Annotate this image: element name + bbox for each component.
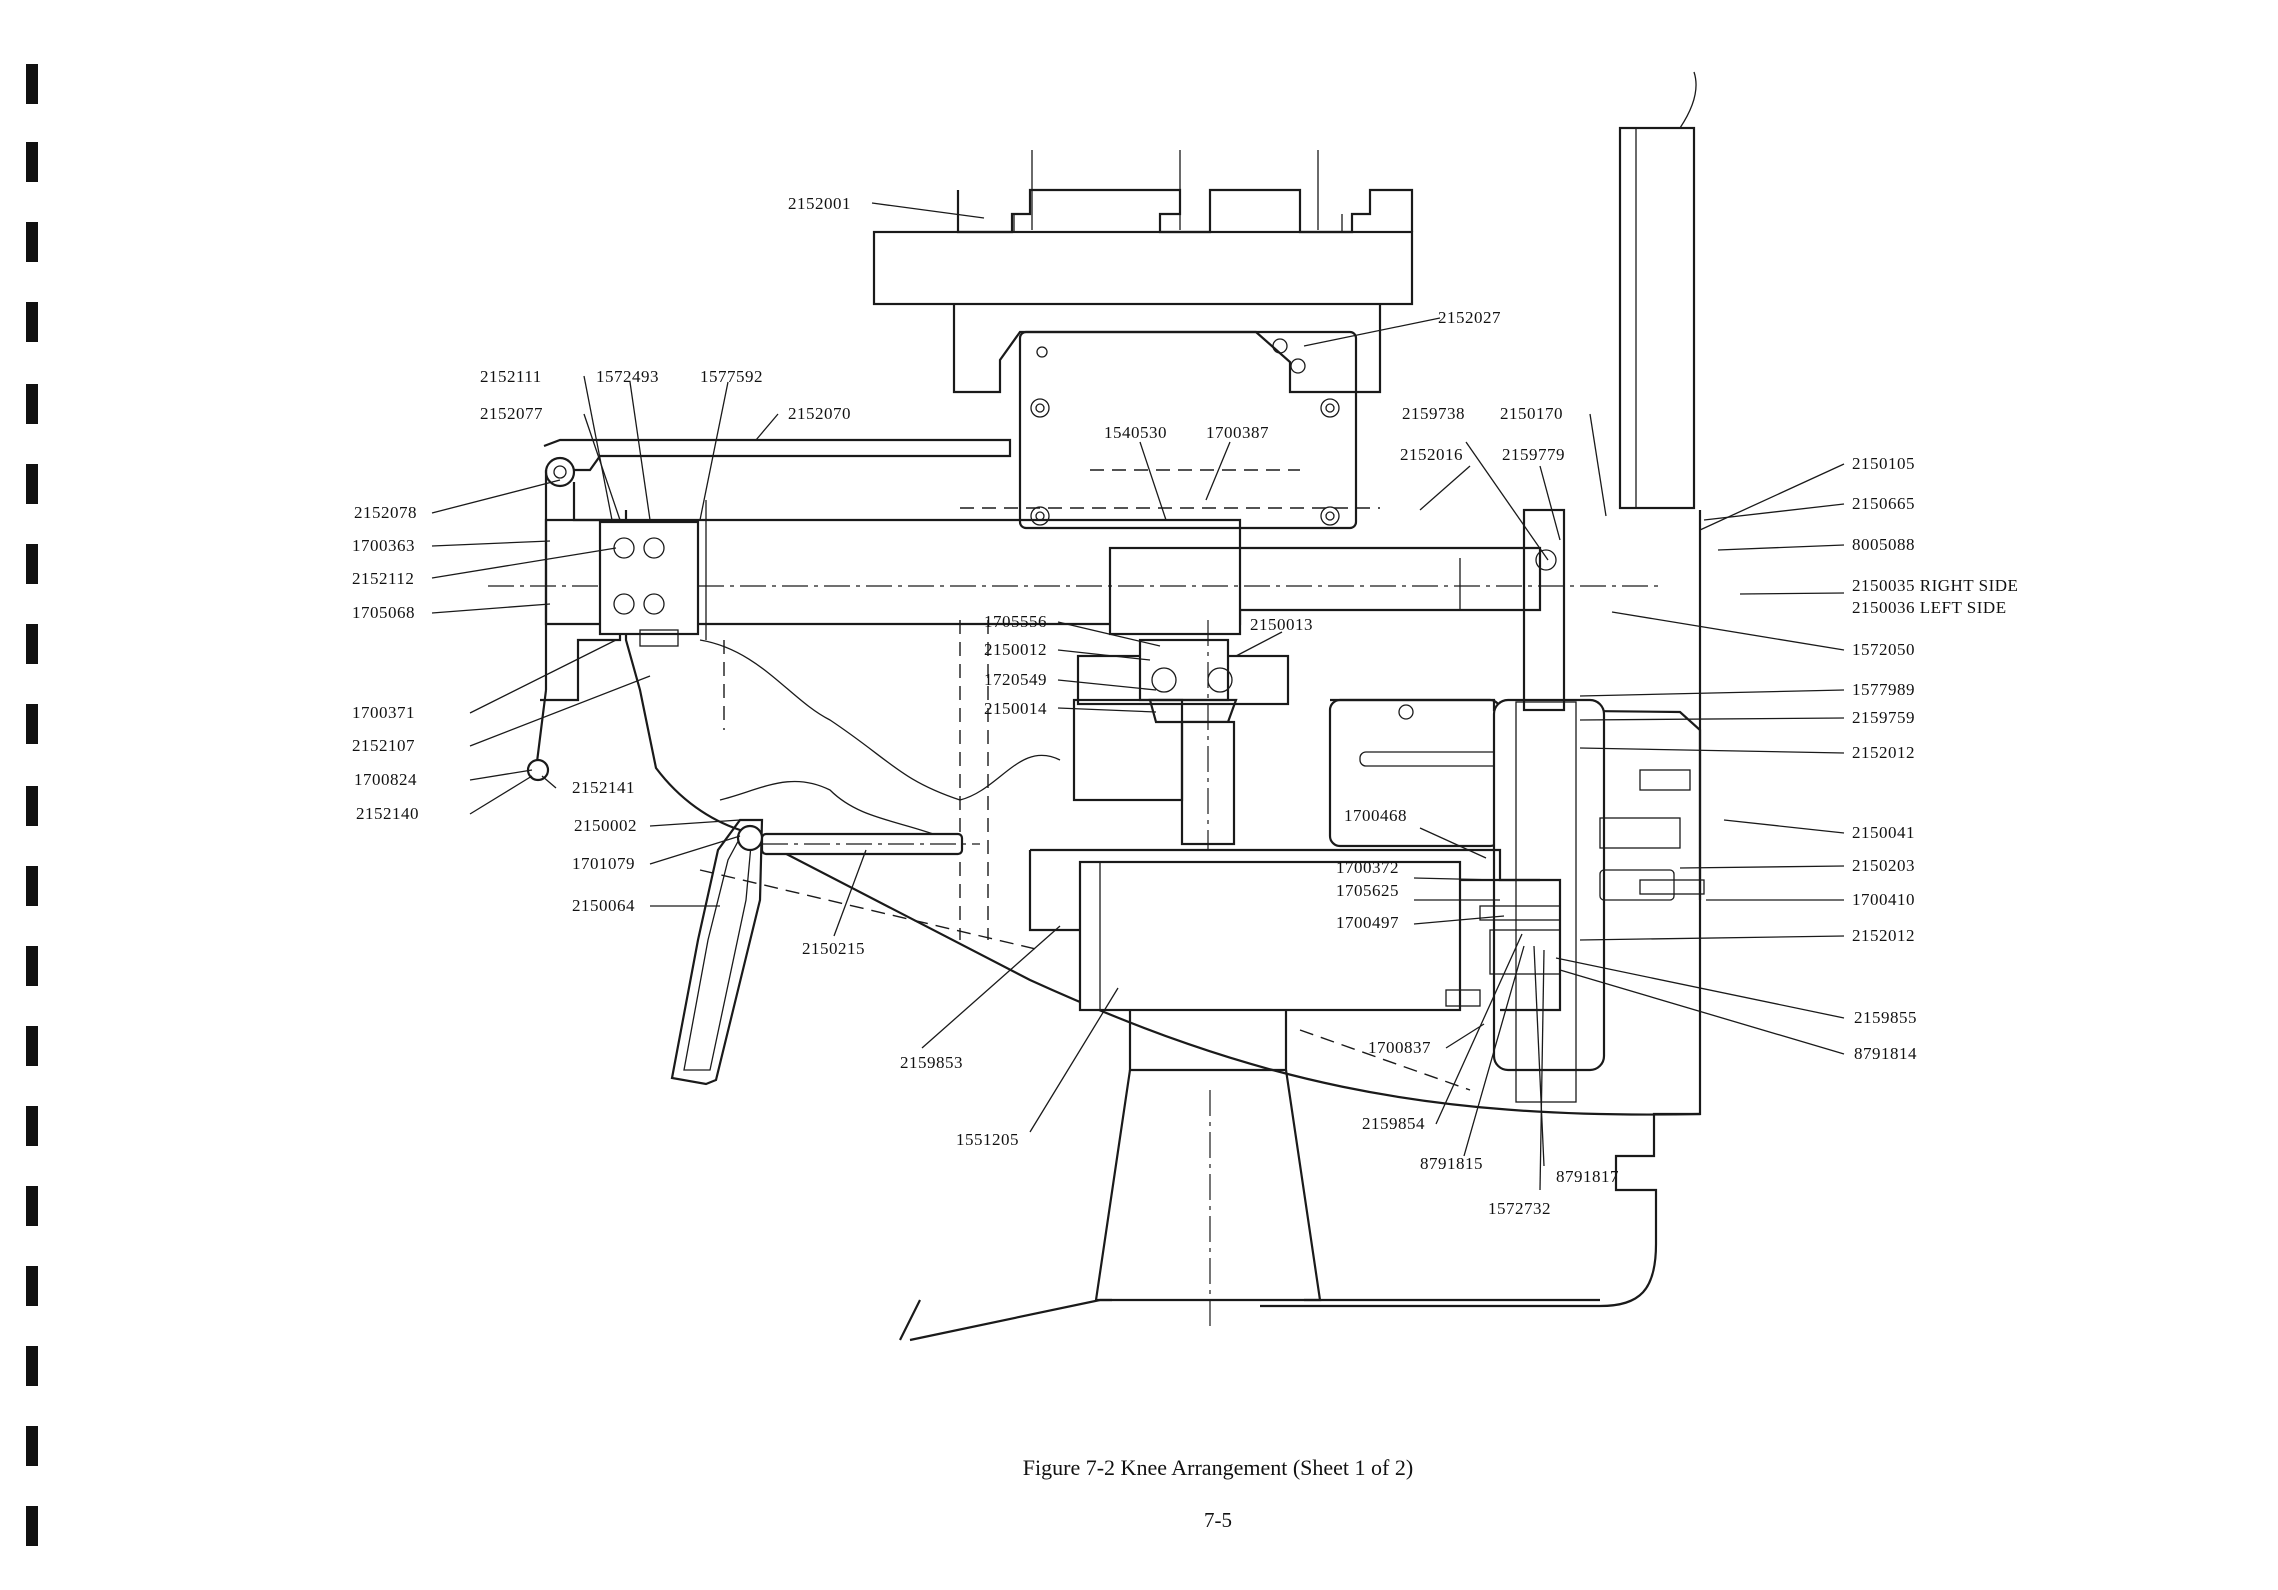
callout-1572732: 1572732 [1488, 1199, 1551, 1218]
callout-1700410: 1700410 [1852, 890, 1915, 909]
callout-2152107: 2152107 [352, 736, 415, 755]
callout-1705625: 1705625 [1336, 881, 1399, 900]
leader-lines [431, 202, 1845, 1191]
callout-1705068: 1705068 [352, 603, 415, 622]
callout-2152112: 2152112 [352, 569, 414, 588]
callout-2152070: 2152070 [788, 404, 851, 423]
binder-holes [26, 64, 38, 1546]
callout-2159759: 2159759 [1852, 708, 1915, 727]
callout-2152001: 2152001 [788, 194, 851, 213]
callout-1700824: 1700824 [354, 770, 417, 789]
callout-1577592: 1577592 [700, 367, 763, 386]
callout-1551205: 1551205 [956, 1130, 1019, 1149]
saddle [952, 304, 1382, 530]
base-pedestal [899, 1010, 1600, 1342]
callout-2150064: 2150064 [572, 896, 635, 915]
callout-1700497: 1700497 [1336, 913, 1399, 932]
callout-2150041: 2150041 [1852, 823, 1915, 842]
callout-2152141: 2152141 [572, 778, 635, 797]
callout-2152016: 2152016 [1400, 445, 1463, 464]
callout-2152078: 2152078 [354, 503, 417, 522]
callout-8791815: 8791815 [1420, 1154, 1483, 1173]
callout-1705556: 1705556 [984, 612, 1047, 631]
callout-1700372: 1700372 [1336, 858, 1399, 877]
machine-drawing [488, 71, 1705, 1342]
callout-2152077: 2152077 [480, 404, 543, 423]
callout-2150215: 2150215 [802, 939, 865, 958]
callout-1700468: 1700468 [1344, 806, 1407, 825]
callout-2150036: 2150036 LEFT SIDE [1852, 598, 2007, 617]
cross-shaft [488, 518, 1660, 636]
column [1260, 71, 1702, 1308]
callout-1700371: 1700371 [352, 703, 415, 722]
callout-2150203: 2150203 [1852, 856, 1915, 875]
callout-2150665: 2150665 [1852, 494, 1915, 513]
left-crank-assembly [526, 438, 1012, 782]
callout-8005088: 8005088 [1852, 535, 1915, 554]
bevel-gear-assembly [1072, 620, 1290, 850]
page-number: 7-5 [1204, 1508, 1232, 1532]
table [872, 150, 1414, 306]
callout-2150012: 2150012 [984, 640, 1047, 659]
figure-caption: Figure 7-2 Knee Arrangement (Sheet 1 of … [1023, 1455, 1413, 1480]
callout-1540530: 1540530 [1104, 423, 1167, 442]
callout-2150013: 2150013 [1250, 615, 1313, 634]
callout-2159854: 2159854 [1362, 1114, 1425, 1133]
callout-1700387: 1700387 [1206, 423, 1269, 442]
callout-1700837: 1700837 [1368, 1038, 1431, 1057]
callout-2152012-upper: 2152012 [1852, 743, 1915, 762]
callout-2150035: 2150035 RIGHT SIDE [1852, 576, 2018, 595]
callout-1572050: 1572050 [1852, 640, 1915, 659]
gearbox-housing [1328, 508, 1705, 1114]
callout-2152140: 2152140 [356, 804, 419, 823]
callout-labels: 2152001 2152027 2152111 1572493 1577592 … [352, 194, 2018, 1218]
callout-2152111: 2152111 [480, 367, 542, 386]
callout-2150170: 2150170 [1500, 404, 1563, 423]
callout-8791814: 8791814 [1854, 1044, 1917, 1063]
crank-handle [670, 818, 980, 1086]
callout-2152027: 2152027 [1438, 308, 1501, 327]
callout-1701079: 1701079 [572, 854, 635, 873]
callout-1720549: 1720549 [984, 670, 1047, 689]
callout-2150105: 2150105 [1852, 454, 1915, 473]
callout-8791817: 8791817 [1556, 1167, 1619, 1186]
callout-1572493: 1572493 [596, 367, 659, 386]
callout-2152012-lower: 2152012 [1852, 926, 1915, 945]
callout-2159738: 2159738 [1402, 404, 1465, 423]
callout-2159779: 2159779 [1502, 445, 1565, 464]
callout-1700363: 1700363 [352, 536, 415, 555]
callout-2150002: 2150002 [574, 816, 637, 835]
callout-2150014: 2150014 [984, 699, 1047, 718]
callout-1577989: 1577989 [1852, 680, 1915, 699]
motor-housing [1028, 848, 1562, 1012]
knee-body [624, 500, 1701, 1116]
callout-2159855: 2159855 [1854, 1008, 1917, 1027]
callout-2159853: 2159853 [900, 1053, 963, 1072]
